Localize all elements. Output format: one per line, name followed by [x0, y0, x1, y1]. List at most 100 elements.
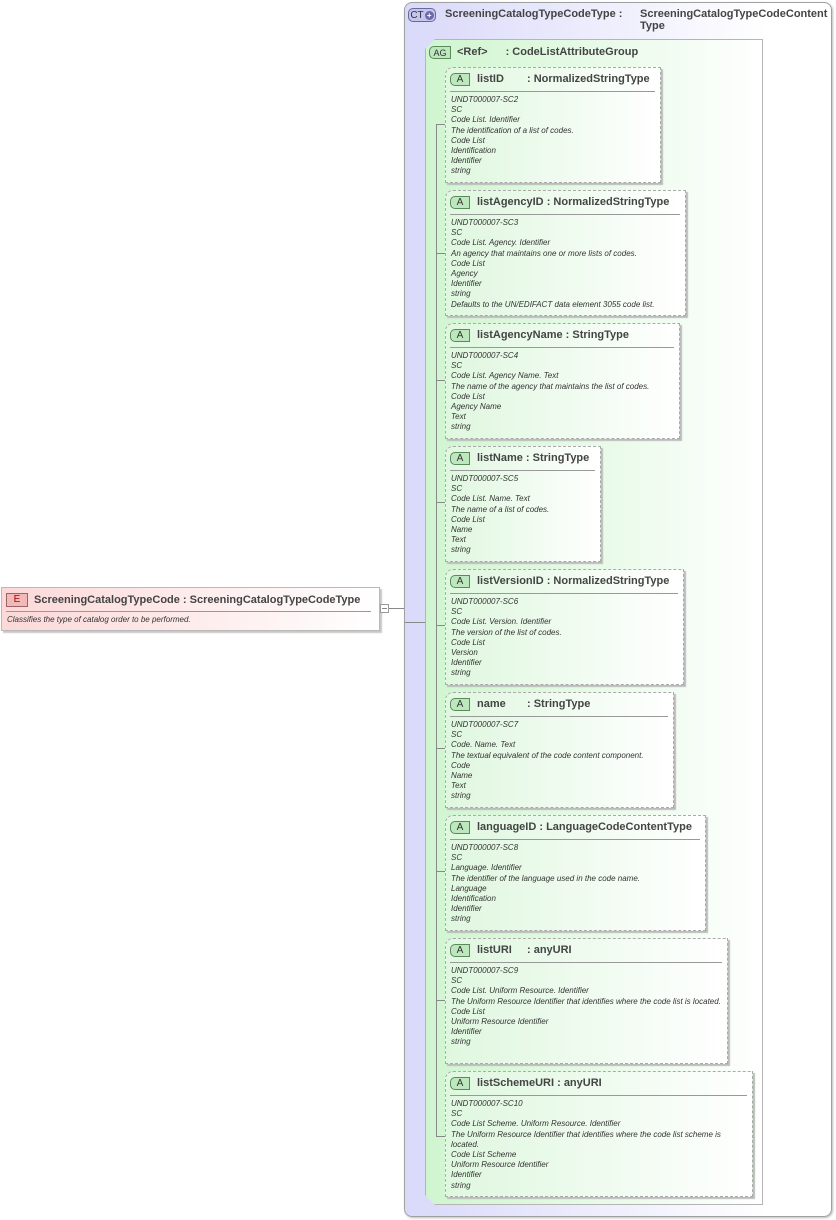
attribute-divider: [450, 839, 700, 840]
doc-line: UNDT000007-SC5: [451, 474, 519, 483]
doc-line: The Uniform Resource Identifier that ide…: [451, 996, 721, 1006]
doc-line: Uniform Resource Identifier: [451, 1017, 549, 1027]
attribute-type: : StringType: [565, 329, 630, 341]
base-type-line2: Type: [640, 20, 665, 32]
doc-line: Code List. Uniform Resource. Identifier: [451, 986, 589, 996]
attribute-type: : StringType: [525, 452, 590, 464]
element-header: E ScreeningCatalogTypeCode : ScreeningCa…: [6, 592, 360, 608]
attribute-list-agency-name[interactable]: A listAgencyName : StringType UNDT000007…: [445, 323, 680, 439]
connector-line: [389, 608, 404, 609]
connector-line: [436, 502, 445, 503]
doc-line: Code List: [451, 514, 485, 524]
doc-line: The Uniform Resource Identifier that ide…: [451, 1129, 721, 1149]
attribute-type: : anyURI: [527, 944, 572, 956]
attribute-divider: [450, 962, 722, 963]
doc-line: string: [451, 166, 471, 176]
doc-line: Code List: [451, 637, 485, 647]
doc-line: SC: [451, 484, 463, 494]
doc-line: Code List: [451, 391, 485, 401]
attribute-language-id[interactable]: A languageID : LanguageCodeContentType U…: [445, 815, 706, 931]
doc-line: The identifier of the language used in t…: [451, 873, 641, 883]
attribute-name: listAgencyID: [477, 196, 544, 208]
connector-line: [436, 380, 445, 381]
doc-line: UNDT000007-SC9: [451, 966, 519, 975]
doc-line: Text: [451, 412, 466, 422]
doc-line: string: [451, 914, 471, 924]
doc-line: Code List. Name. Text: [451, 494, 530, 504]
doc-line: The name of the agency that maintains th…: [451, 381, 650, 391]
attribute-list-id[interactable]: A listID: NormalizedStringType UNDT00000…: [445, 67, 661, 183]
doc-line: Identifier: [451, 1027, 482, 1037]
complex-type-title: ScreeningCatalogTypeCodeType : Screening…: [445, 8, 827, 32]
collapse-toggle-icon[interactable]: [380, 604, 389, 613]
doc-line: string: [451, 668, 471, 678]
doc-line: The version of the list of codes.: [451, 627, 562, 637]
connector-line: [436, 625, 445, 626]
doc-line: Code: [451, 760, 471, 770]
attribute-name[interactable]: A name: StringType UNDT000007-SC7 SC Cod…: [445, 692, 674, 808]
doc-line: SC: [451, 976, 463, 986]
attribute-title: listSchemeURI : anyURI: [477, 1077, 602, 1089]
complex-type-box[interactable]: CT + ScreeningCatalogTypeCodeType : Scre…: [404, 2, 832, 1217]
attribute-list-agency-id[interactable]: A listAgencyID : NormalizedStringType UN…: [445, 190, 686, 316]
attribute-list-uri[interactable]: A listURI: anyURI UNDT000007-SC9 SC Code…: [445, 938, 728, 1064]
attribute-group-box[interactable]: AG <Ref>: CodeListAttributeGroup A listI…: [425, 39, 763, 1205]
doc-line: SC: [451, 361, 463, 371]
attribute-documentation: UNDT000007-SC10 SC Code List Scheme. Uni…: [451, 1099, 748, 1191]
doc-line: Code. Name. Text: [451, 740, 516, 750]
doc-line: SC: [451, 1109, 463, 1119]
doc-line: Code List Scheme: [451, 1150, 517, 1160]
doc-line: Defaults to the UN/EDIFACT data element …: [451, 299, 655, 309]
doc-line: Identifier: [451, 658, 482, 668]
doc-line: SC: [451, 607, 463, 617]
doc-line: UNDT000007-SC2: [451, 95, 519, 104]
element-badge-icon: E: [6, 593, 28, 607]
doc-line: UNDT000007-SC4: [451, 351, 519, 360]
doc-line: The textual equivalent of the code conte…: [451, 750, 644, 760]
doc-line: UNDT000007-SC6: [451, 597, 519, 606]
doc-line: string: [451, 545, 471, 555]
doc-line: string: [451, 791, 471, 801]
attribute-group-badge-icon: AG: [429, 46, 451, 59]
doc-line: Identification: [451, 894, 496, 904]
attribute-badge-icon: A: [450, 575, 470, 588]
doc-line: SC: [451, 730, 463, 740]
base-type-line1: ScreeningCatalogTypeCodeContent: [640, 8, 828, 20]
attribute-name: listAgencyName: [477, 329, 563, 341]
attribute-list-version-id[interactable]: A listVersionID : NormalizedStringType U…: [445, 569, 684, 685]
attribute-type: : LanguageCodeContentType: [539, 821, 692, 833]
attribute-badge-icon: A: [450, 698, 470, 711]
element-box-screening-catalog-type-code[interactable]: E ScreeningCatalogTypeCode : ScreeningCa…: [1, 587, 380, 631]
attribute-divider: [450, 214, 680, 215]
complex-type-badge-label: CT: [410, 9, 424, 21]
doc-line: Text: [451, 535, 466, 545]
doc-line: Identifier: [451, 156, 482, 166]
attribute-badge-icon: A: [450, 73, 470, 86]
doc-line: string: [451, 289, 471, 299]
attribute-badge-icon: A: [450, 821, 470, 834]
attribute-list-name[interactable]: A listName : StringType UNDT000007-SC5 S…: [445, 446, 601, 562]
attribute-documentation: UNDT000007-SC9 SC Code List. Uniform Res…: [451, 966, 723, 1048]
attribute-divider: [450, 91, 655, 92]
attribute-name: listVersionID: [477, 575, 544, 587]
element-title: ScreeningCatalogTypeCode : ScreeningCata…: [34, 594, 361, 606]
doc-line: The name of a list of codes.: [451, 504, 550, 514]
attribute-title: listVersionID : NormalizedStringType: [477, 575, 669, 587]
doc-line: UNDT000007-SC3: [451, 218, 519, 227]
doc-line: Identifier: [451, 279, 482, 289]
attribute-list-scheme-uri[interactable]: A listSchemeURI : anyURI UNDT000007-SC10…: [445, 1071, 753, 1197]
attribute-name: listName: [477, 452, 523, 464]
attribute-group-type: : CodeListAttributeGroup: [505, 46, 639, 58]
expand-plus-icon: +: [424, 10, 434, 20]
doc-line: SC: [451, 105, 463, 115]
doc-line: Agency Name: [451, 402, 502, 412]
doc-line: Code List. Identifier: [451, 115, 520, 125]
doc-line: Code List. Agency. Identifier: [451, 238, 551, 248]
attribute-type: : anyURI: [557, 1077, 602, 1089]
attribute-name: listID: [477, 73, 504, 85]
attribute-title: listAgencyName : StringType: [477, 329, 629, 341]
doc-line: Identifier: [451, 904, 482, 914]
complex-type-base-type: ScreeningCatalogTypeCodeContent Type: [640, 8, 836, 32]
doc-line: An agency that maintains one or more lis…: [451, 248, 637, 258]
doc-line: Identification: [451, 146, 496, 156]
